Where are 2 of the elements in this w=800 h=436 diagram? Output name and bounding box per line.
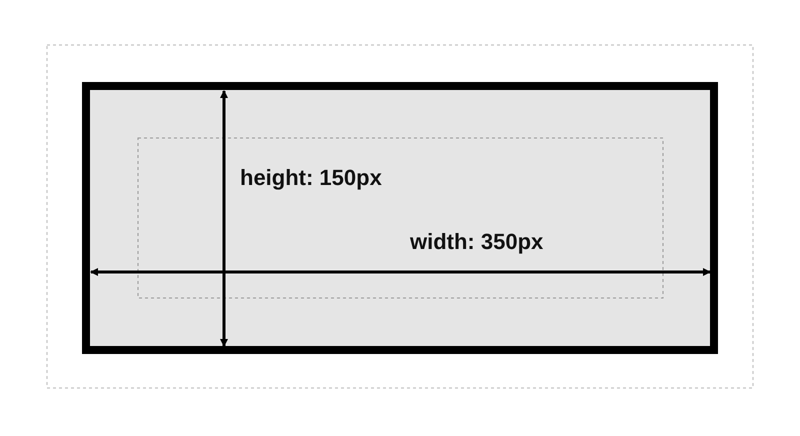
dimension-label: width: 350px <box>410 229 544 255</box>
dimension-label: height: 150px <box>240 165 382 191</box>
